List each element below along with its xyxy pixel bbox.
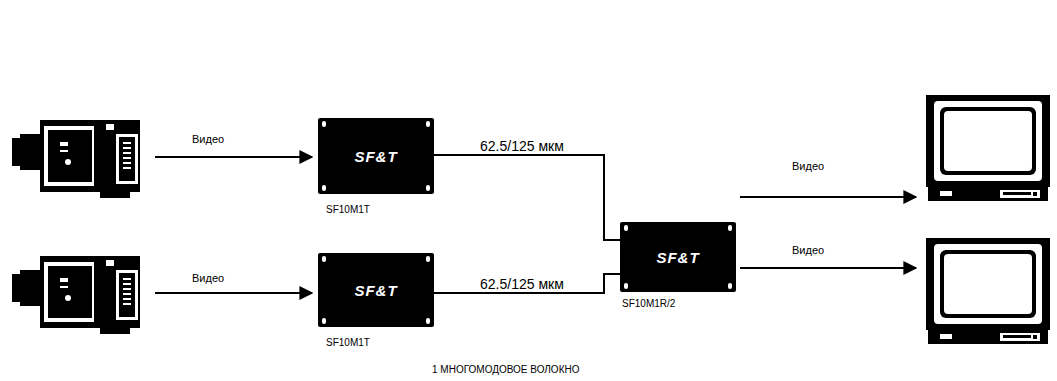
video-arrow: [155, 292, 312, 294]
unit-housing: SF&T: [318, 253, 434, 327]
fiber-line: [434, 155, 620, 240]
mounting-hole: [426, 318, 430, 324]
camera: [12, 256, 140, 334]
model-label: SF10M1T: [326, 337, 370, 348]
converter-unit: SF&TSF10M1R/2: [620, 222, 736, 292]
monitor: [926, 95, 1050, 201]
fiber-label: 62.5/125 мкм: [478, 138, 566, 154]
mounting-hole: [624, 225, 628, 231]
camera: [12, 120, 140, 198]
brand-logo: SF&T: [354, 148, 397, 165]
signal-label: Видео: [190, 133, 226, 146]
model-label: SF10M1R/2: [622, 298, 675, 309]
mounting-hole: [728, 283, 732, 289]
video-arrow: [155, 156, 312, 158]
mounting-hole: [322, 318, 326, 324]
video-arrow: [740, 196, 916, 198]
mounting-hole: [322, 121, 326, 127]
unit-housing: SF&T: [620, 222, 736, 292]
signal-label: Видео: [790, 160, 826, 173]
mounting-hole: [624, 283, 628, 289]
mounting-hole: [322, 256, 326, 262]
model-label: SF10M1T: [326, 204, 370, 215]
unit-housing: SF&T: [318, 118, 434, 194]
brand-logo: SF&T: [656, 249, 699, 266]
video-arrow: [740, 267, 916, 269]
fiber-label: 62.5/125 мкм: [478, 276, 566, 292]
mounting-hole: [322, 185, 326, 191]
mounting-hole: [426, 256, 430, 262]
mounting-hole: [426, 185, 430, 191]
mounting-hole: [426, 121, 430, 127]
caption: 1 МНОГОМОДОВОЕ ВОЛОКНО: [430, 364, 581, 376]
mounting-hole: [728, 225, 732, 231]
converter-unit: SF&TSF10M1T: [318, 253, 434, 327]
converter-unit: SF&TSF10M1T: [318, 118, 434, 194]
signal-label: Видео: [790, 244, 826, 257]
brand-logo: SF&T: [354, 282, 397, 299]
fiber-line: [434, 274, 620, 293]
monitor: [926, 238, 1050, 344]
signal-label: Видео: [190, 272, 226, 285]
